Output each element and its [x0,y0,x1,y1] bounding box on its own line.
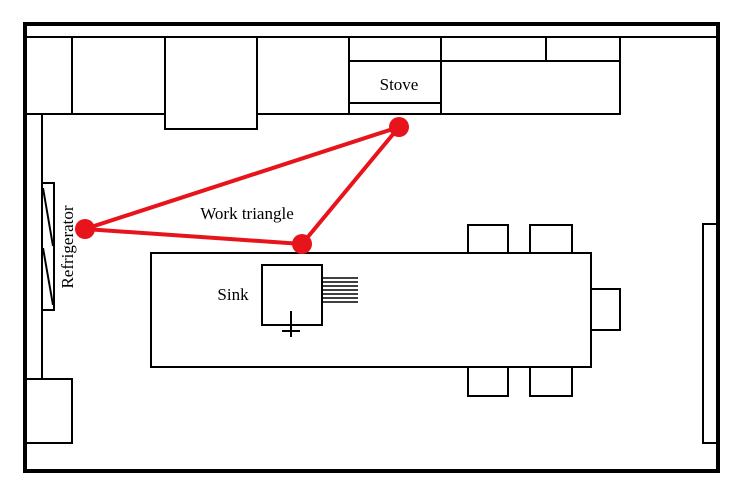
top-cabinets [24,36,621,130]
work-triangle: Work triangle [75,117,409,254]
refrigerator: Refrigerator [41,182,77,311]
cabinet [256,36,350,115]
work-triangle-vertex-sink [292,234,312,254]
sink-label: Sink [217,285,249,304]
outer-wall [23,22,720,473]
sink: Sink [217,264,358,337]
stool [467,366,509,397]
stove-label: Stove [380,75,419,94]
stool [529,224,573,254]
cabinet [164,36,258,130]
stove: Stove [348,36,442,115]
work-triangle-vertex-stove [389,117,409,137]
cabinet [440,36,621,115]
refrigerator-door-hinge [42,247,54,306]
cabinet [24,36,73,115]
dish-rack [322,277,358,303]
refrigerator-label: Refrigerator [58,205,77,288]
cabinet [71,36,166,115]
work-triangle-vertex-refrigerator [75,219,95,239]
work-triangle-edges [83,125,401,246]
bottom-left-cabinet [24,378,73,444]
refrigerator-outline [41,182,55,311]
stool [529,366,573,397]
refrigerator-door-hinge [42,187,54,247]
right-door [702,223,719,444]
stool [467,224,509,254]
stool [590,288,621,331]
work-triangle-label: Work triangle [200,204,294,223]
stove-outline [348,36,442,115]
stools [467,224,621,397]
island [150,252,592,368]
